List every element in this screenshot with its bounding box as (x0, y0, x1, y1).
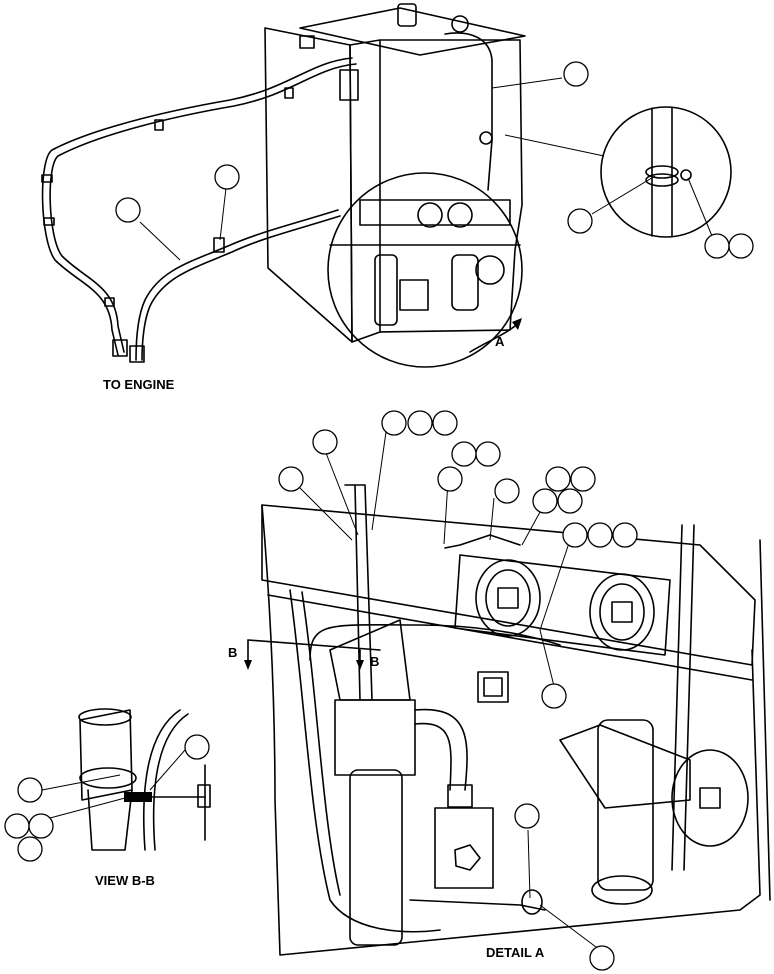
sight-gauge-2 (589, 573, 655, 651)
leader-lines (41, 77, 713, 951)
callout-bubble (532, 488, 558, 514)
tank-side-panel (264, 27, 353, 343)
callout-bubble (4, 813, 30, 839)
filter-head (334, 699, 416, 776)
arrow-a-label: A (495, 334, 505, 349)
callout-bubble (704, 233, 730, 259)
callout-bubble (589, 945, 615, 971)
filter-bracket (329, 619, 411, 701)
hose-to-engine-2 (135, 209, 339, 361)
callout-bubble (494, 478, 520, 504)
callout-bubble (570, 466, 596, 492)
callout-bubble (115, 197, 141, 223)
callout-bubble (475, 441, 501, 467)
callout-bubble (612, 522, 638, 548)
callout-bubble (184, 734, 210, 760)
tank-front (349, 39, 523, 343)
section-b-left-label: B (228, 645, 237, 660)
tank-assembly (41, 3, 526, 368)
breather-line (444, 32, 493, 191)
clamp-detail (504, 106, 732, 238)
callout-bubble (28, 813, 54, 839)
callout-bubbles (4, 61, 754, 971)
callout-bubble (278, 466, 304, 492)
view-bb-label: VIEW B-B (95, 873, 155, 888)
filler-cap (397, 3, 417, 27)
pump-bracket (559, 724, 691, 809)
to-engine-label: TO ENGINE (103, 377, 175, 392)
callout-bubble (437, 466, 463, 492)
callout-bubble (312, 429, 338, 455)
filter-element (349, 769, 403, 946)
tank-detail-assembly (261, 484, 771, 956)
callout-bubble (567, 208, 593, 234)
section-b-marker (244, 639, 381, 670)
callout-bubble (432, 410, 458, 436)
callout-bubble (407, 410, 433, 436)
pump-flange (671, 749, 749, 847)
callout-bubble (728, 233, 754, 259)
callout-bubble (562, 522, 588, 548)
callout-bubble (557, 488, 583, 514)
callout-bubble (563, 61, 589, 87)
callout-bubble (214, 164, 240, 190)
tank-top (299, 7, 526, 56)
sight-gauge-plate (454, 554, 671, 656)
callout-bubble (17, 836, 43, 862)
valve-block (434, 807, 494, 889)
detail-a-label: DETAIL A (486, 945, 545, 960)
hose-to-engine-1 (41, 57, 353, 356)
callout-bubble (545, 466, 571, 492)
callout-bubble (381, 410, 407, 436)
pump-housing (597, 719, 654, 891)
callout-bubble (541, 683, 567, 709)
callout-bubble (514, 803, 540, 829)
view-bb-detail (78, 708, 211, 851)
callout-bubble (17, 777, 43, 803)
callout-bubble (587, 522, 613, 548)
section-b-right-label: B (370, 654, 379, 669)
callout-bubble (451, 441, 477, 467)
detail-a-circle (327, 172, 523, 368)
tank-frame (261, 504, 761, 956)
sight-gauge-1 (475, 559, 541, 637)
